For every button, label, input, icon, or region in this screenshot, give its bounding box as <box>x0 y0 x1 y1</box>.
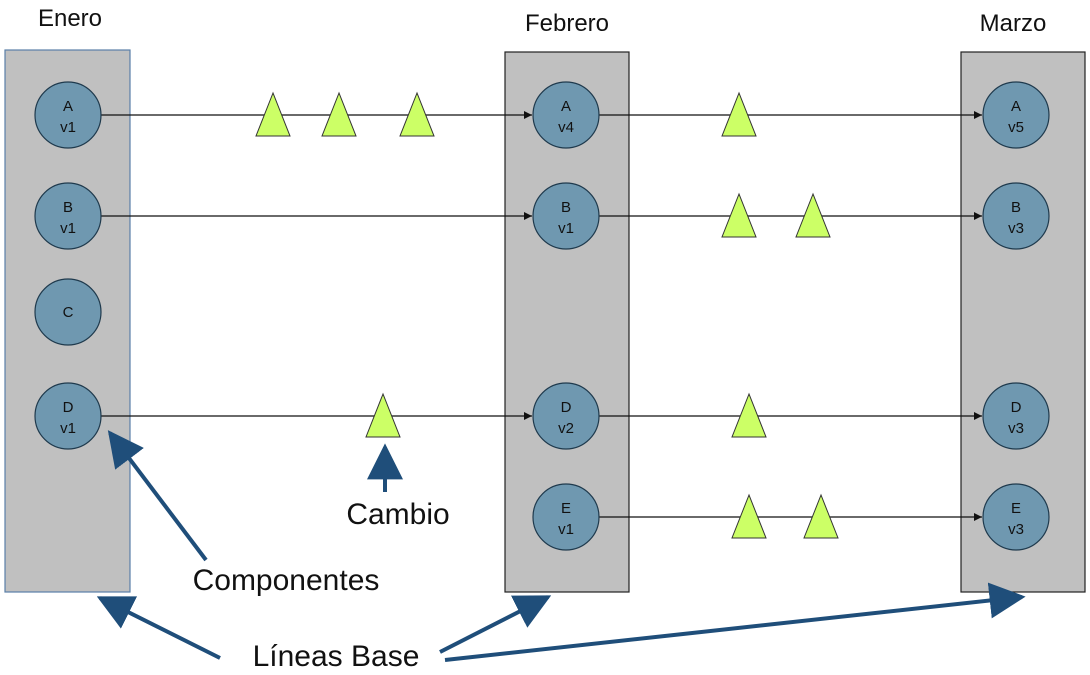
component-circle <box>982 81 1050 149</box>
component-name: A <box>63 98 73 115</box>
component-version: v1 <box>60 119 76 136</box>
component-node-jan-c: C <box>34 278 102 346</box>
component-version: v3 <box>1008 220 1024 237</box>
component-circle <box>532 182 600 250</box>
change-triangle <box>399 91 435 137</box>
component-circle <box>532 382 600 450</box>
change-triangle <box>255 91 291 137</box>
component-node-mar-a: Av5 <box>982 81 1050 149</box>
change-triangle <box>795 192 831 238</box>
baseline-arrow-febrero <box>439 595 552 654</box>
components-arrow <box>107 430 208 562</box>
component-circle <box>532 483 600 551</box>
connector-lines <box>101 111 982 521</box>
component-version: v1 <box>60 420 76 437</box>
component-node-jan-a: Av1 <box>34 81 102 149</box>
component-node-mar-b: Bv3 <box>982 182 1050 250</box>
baseline-arrow-enero <box>96 596 221 660</box>
component-version: v1 <box>60 220 76 237</box>
change-markers <box>255 91 839 539</box>
change-triangle <box>365 392 401 438</box>
component-name: D <box>63 399 74 416</box>
component-circle <box>34 382 102 450</box>
component-circle <box>982 182 1050 250</box>
component-name: E <box>561 500 571 517</box>
component-name: C <box>63 304 74 321</box>
column-label-enero: Enero <box>38 5 102 32</box>
component-node-feb-e: Ev1 <box>532 483 600 551</box>
component-name: D <box>561 399 572 416</box>
change-triangle <box>803 493 839 539</box>
component-name: A <box>561 98 571 115</box>
component-node-feb-b: Bv1 <box>532 182 600 250</box>
component-version: v1 <box>558 521 574 538</box>
component-version: v4 <box>558 119 574 136</box>
change-triangle <box>731 493 767 539</box>
component-node-jan-b: Bv1 <box>34 182 102 250</box>
component-node-jan-d: Dv1 <box>34 382 102 450</box>
component-circle <box>982 382 1050 450</box>
component-name: E <box>1011 500 1021 517</box>
component-name: B <box>1011 199 1021 216</box>
baseline-arrow-marzo <box>444 582 1026 662</box>
component-name: D <box>1011 399 1022 416</box>
component-version: v5 <box>1008 119 1024 136</box>
column-label-marzo: Marzo <box>980 10 1047 37</box>
component-node-mar-e: Ev3 <box>982 483 1050 551</box>
component-circle <box>34 278 102 346</box>
baselines-label: Líneas Base <box>253 640 420 673</box>
change-triangle <box>731 392 767 438</box>
component-version: v1 <box>558 220 574 237</box>
component-node-feb-a: Av4 <box>532 81 600 149</box>
component-version: v3 <box>1008 420 1024 437</box>
component-circle <box>34 182 102 250</box>
component-name: B <box>561 199 571 216</box>
change-triangle <box>721 192 757 238</box>
component-circle <box>982 483 1050 551</box>
change-triangle <box>721 91 757 137</box>
component-circle <box>532 81 600 149</box>
component-name: B <box>63 199 73 216</box>
change-label: Cambio <box>346 498 449 531</box>
component-version: v2 <box>558 420 574 437</box>
component-node-mar-d: Dv3 <box>982 382 1050 450</box>
change-triangle <box>321 91 357 137</box>
column-label-febrero: Febrero <box>525 10 609 37</box>
annotation-arrows <box>96 430 1026 662</box>
component-version: v3 <box>1008 521 1024 538</box>
component-name: A <box>1011 98 1021 115</box>
component-circle <box>34 81 102 149</box>
components-label: Componentes <box>193 564 380 597</box>
component-node-feb-d: Dv2 <box>532 382 600 450</box>
